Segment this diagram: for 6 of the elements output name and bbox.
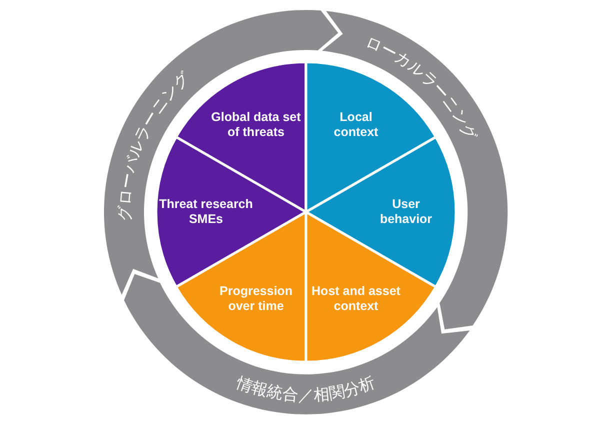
wedge-label: Progression over time: [218, 284, 294, 314]
band-label: 情報統合／相関分析: [234, 372, 378, 404]
wedge-label: Global data set of threats: [210, 110, 302, 140]
wedge-label: Host and asset context: [310, 284, 402, 314]
wedge-label: Threat research SMEs: [158, 197, 254, 227]
wedge-label: User behavior: [378, 197, 434, 227]
